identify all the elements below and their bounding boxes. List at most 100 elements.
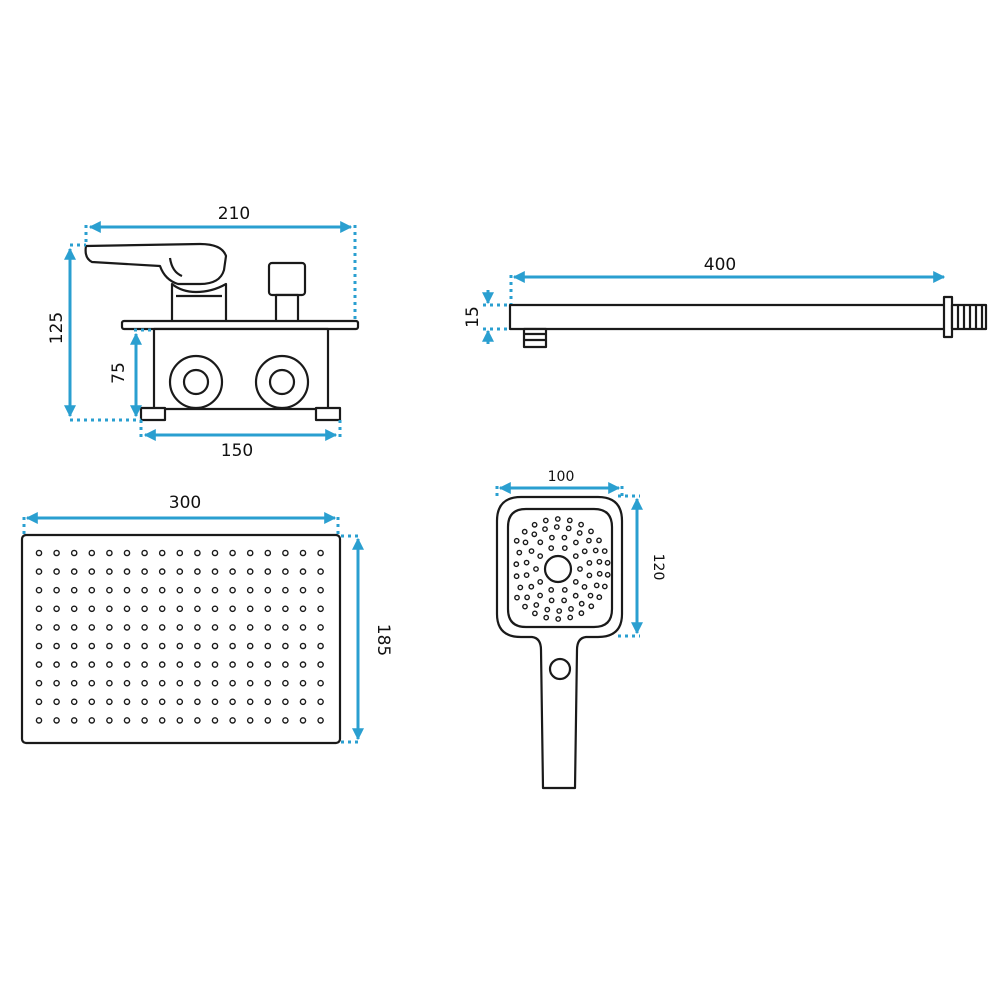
rain-nozzle bbox=[176, 605, 184, 613]
hand-nozzle bbox=[523, 572, 530, 578]
rain-nozzle bbox=[106, 586, 113, 594]
rain-nozzle bbox=[35, 568, 43, 575]
rain-nozzle bbox=[194, 605, 201, 613]
mixer-stem bbox=[170, 282, 228, 324]
hand-nozzle bbox=[554, 516, 561, 522]
hand-nozzle bbox=[578, 521, 584, 528]
hand-nozzle bbox=[561, 534, 568, 541]
rain-nozzle bbox=[246, 642, 254, 650]
hand-nozzle bbox=[561, 597, 567, 604]
rain-nozzle bbox=[229, 624, 236, 631]
rain-nozzle bbox=[70, 661, 78, 668]
rain-nozzle bbox=[70, 605, 78, 613]
rain-nozzle bbox=[53, 549, 60, 557]
hand-nozzle bbox=[532, 610, 538, 617]
rain-nozzle bbox=[194, 698, 201, 706]
rain-nozzle bbox=[53, 605, 60, 613]
rain-nozzle bbox=[194, 679, 201, 687]
rain-nozzle bbox=[123, 642, 131, 650]
hand-shower-spray-face bbox=[506, 507, 614, 629]
rain-nozzle bbox=[211, 642, 219, 650]
rain-nozzle bbox=[264, 642, 272, 650]
rain-nozzle bbox=[141, 586, 148, 594]
mixer-body-height-label: 75 bbox=[109, 362, 129, 384]
hand-nozzle bbox=[588, 528, 594, 535]
rain-nozzle bbox=[141, 717, 148, 724]
rain-head-nozzles bbox=[35, 549, 324, 724]
hand-nozzle bbox=[604, 559, 611, 566]
rain-nozzle bbox=[282, 717, 289, 724]
rain-nozzle bbox=[317, 679, 324, 687]
rain-nozzle bbox=[282, 679, 289, 687]
rain-nozzle bbox=[317, 717, 324, 724]
hand-nozzle bbox=[513, 537, 520, 544]
rain-nozzle bbox=[123, 605, 131, 613]
rain-nozzle bbox=[158, 717, 166, 724]
rain-nozzle bbox=[264, 549, 272, 557]
rain-nozzle bbox=[246, 568, 254, 575]
diverter-knob bbox=[267, 261, 307, 297]
rain-nozzle bbox=[229, 568, 236, 575]
rain-nozzle bbox=[282, 549, 289, 557]
hand-nozzle bbox=[556, 608, 563, 614]
hand-shower-center-disc bbox=[543, 554, 573, 584]
mixer-width-label: 210 bbox=[218, 204, 250, 224]
rain-nozzle bbox=[299, 605, 307, 613]
rain-nozzle bbox=[211, 586, 219, 594]
hand-nozzle bbox=[604, 571, 611, 578]
rain-nozzle bbox=[141, 605, 148, 613]
rain-nozzle bbox=[282, 568, 289, 575]
rain-nozzle bbox=[264, 679, 272, 687]
hand-nozzle bbox=[542, 517, 549, 524]
rain-nozzle bbox=[158, 698, 166, 706]
rain-nozzle bbox=[88, 698, 96, 706]
rain-nozzle bbox=[299, 661, 307, 668]
hand-nozzle bbox=[537, 579, 544, 585]
rain-nozzle bbox=[229, 549, 236, 557]
rain-nozzle bbox=[53, 568, 60, 575]
hand-nozzle bbox=[522, 539, 529, 546]
rain-nozzle bbox=[229, 605, 236, 613]
rain-nozzle bbox=[141, 549, 148, 557]
arm-wall-flange bbox=[942, 295, 954, 339]
rain-nozzle bbox=[35, 679, 43, 687]
rain-nozzle bbox=[194, 549, 201, 557]
rain-nozzle bbox=[106, 568, 113, 575]
hand-nozzle bbox=[578, 610, 585, 617]
rain-nozzle bbox=[123, 568, 131, 575]
rain-nozzle bbox=[264, 661, 272, 668]
rain-nozzle bbox=[88, 605, 96, 613]
rain-nozzle bbox=[53, 661, 60, 668]
rain-nozzle bbox=[211, 717, 219, 724]
rain-nozzle bbox=[123, 717, 131, 724]
hand-nozzle bbox=[531, 521, 538, 528]
rain-nozzle bbox=[194, 624, 201, 631]
rain-nozzle bbox=[70, 586, 78, 594]
rain-nozzle bbox=[229, 642, 236, 650]
hand-nozzle bbox=[578, 600, 585, 607]
rain-nozzle bbox=[106, 605, 113, 613]
diverter-stem bbox=[274, 293, 300, 324]
hand-nozzle bbox=[573, 539, 579, 546]
hand-shower: 100 120 bbox=[495, 469, 666, 790]
hand-nozzle bbox=[548, 545, 555, 551]
rain-nozzle bbox=[194, 661, 201, 668]
hand-nozzle bbox=[517, 584, 524, 591]
rain-nozzle bbox=[211, 679, 219, 687]
hand-nozzle bbox=[521, 528, 528, 535]
rain-nozzle bbox=[176, 661, 184, 668]
hand-nozzle bbox=[576, 530, 583, 536]
hand-nozzle bbox=[531, 531, 538, 538]
hand-nozzle bbox=[596, 537, 602, 544]
rain-nozzle bbox=[141, 568, 148, 575]
rain-head-width-label: 300 bbox=[169, 493, 201, 513]
hand-nozzle bbox=[592, 547, 599, 554]
rain-nozzle bbox=[246, 586, 254, 594]
rain-nozzle bbox=[246, 717, 254, 724]
hand-nozzle bbox=[548, 587, 555, 593]
hand-nozzle bbox=[577, 566, 583, 572]
rain-nozzle bbox=[158, 642, 166, 650]
rain-nozzle bbox=[158, 586, 166, 594]
arm-thread bbox=[950, 303, 988, 331]
mixer-foot-right bbox=[314, 406, 342, 422]
